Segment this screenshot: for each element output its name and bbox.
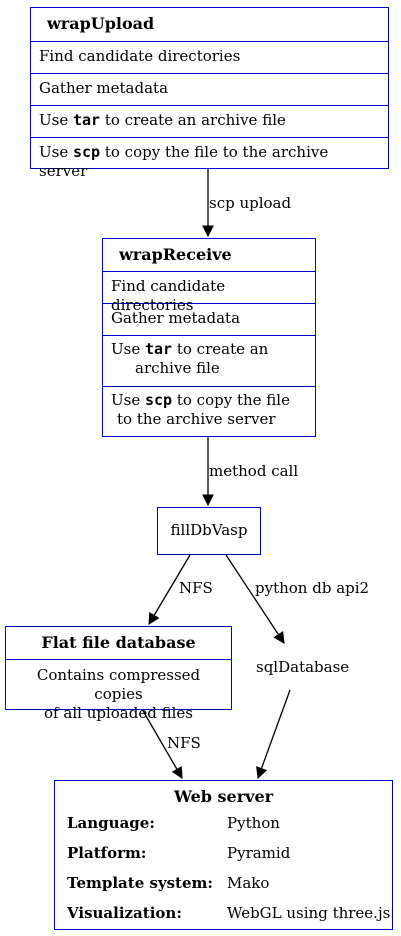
wrapupload-row-find-text: Find candidate directories	[39, 47, 241, 65]
wrapupload-row-scp: Use scp to copy the file to the archive …	[31, 137, 388, 180]
edge-label-python-db-api2: python db api2	[255, 579, 370, 597]
wrapupload-title: wrapUpload	[47, 14, 155, 33]
wrapupload-row-scp-post: to copy the file to the archive server	[39, 143, 329, 180]
node-web-server: Web server Language: Python Platform: Py…	[54, 780, 393, 930]
web-server-row-visualization: Visualization: WebGL using three.js	[67, 898, 390, 928]
node-wrapupload: wrapUpload Find candidate directories Ga…	[30, 7, 389, 180]
property-value: WebGL using three.js	[227, 904, 391, 922]
flat-file-description-line1: Contains compressed copies	[36, 666, 201, 703]
property-value: Mako	[227, 874, 270, 892]
edge-filldbvasp-to-sqldatabase	[225, 554, 285, 644]
property-key: Language:	[67, 814, 155, 832]
edge-filldbvasp-to-flatfile	[148, 554, 191, 626]
wrapupload-row-scp-pre: Use	[39, 143, 73, 161]
wrapreceive-row-tar: Use tar to create an archive file	[103, 335, 315, 386]
wrapreceive-row-tar-line2: archive file	[135, 359, 220, 377]
web-server-row-language: Language: Python	[67, 808, 390, 838]
node-flat-file-database: Flat file database Contains compressed c…	[5, 626, 232, 722]
flat-file-title: Flat file database	[41, 633, 196, 652]
edge-label-scp-upload: scp upload	[209, 194, 292, 212]
wrapreceive-title: wrapReceive	[119, 245, 232, 264]
wrapupload-row-metadata-text: Gather metadata	[39, 79, 169, 97]
edge-label-nfs-flat: NFS	[179, 579, 213, 597]
property-value: Pyramid	[227, 844, 291, 862]
flat-file-description-line2: of all uploaded files	[44, 704, 193, 722]
property-key: Platform:	[67, 844, 147, 862]
wrapupload-row-tar-pre: Use	[39, 111, 73, 129]
property-value: Python	[227, 814, 280, 832]
wrapupload-row-tar-post: to create an archive file	[100, 111, 286, 129]
wrapupload-row-metadata: Gather metadata	[31, 73, 388, 105]
node-wrapreceive: wrapReceive Find candidate directories G…	[102, 238, 316, 437]
node-sqldatabase: sqlDatabase	[256, 658, 350, 676]
node-filldbvasp: fillDbVasp	[157, 507, 261, 555]
property-key: Visualization:	[67, 904, 182, 922]
filldbvasp-label: fillDbVasp	[170, 521, 248, 539]
wrapreceive-row-scp: Use scp to copy the file to the archive …	[103, 386, 315, 436]
edge-flatfile-to-webserver	[141, 708, 183, 780]
wrapreceive-row-scp-line2: to the archive server	[117, 410, 276, 428]
wrapreceive-row-metadata: Gather metadata	[103, 303, 315, 335]
wrapreceive-row-scp-code: scp	[144, 391, 173, 409]
property-key: Template system:	[67, 874, 213, 892]
wrapupload-row-find: Find candidate directories	[31, 41, 388, 73]
wrapreceive-row-find: Find candidate directories	[103, 271, 315, 314]
wrapreceive-row-tar-pre: Use	[111, 340, 145, 358]
edge-label-method-call: method call	[209, 462, 299, 480]
wrapreceive-row-find-text: Find candidate directories	[111, 277, 226, 314]
web-server-properties: Language: Python Platform: Pyramid Templ…	[67, 808, 390, 928]
web-server-row-platform: Platform: Pyramid	[67, 838, 390, 868]
web-server-title: Web server	[173, 787, 274, 806]
wrapreceive-row-scp-pre: Use	[111, 391, 145, 409]
wrapupload-row-scp-code: scp	[72, 143, 101, 161]
edge-label-nfs-web: NFS	[167, 734, 201, 752]
wrapreceive-row-scp-post: to copy the file	[172, 391, 290, 409]
wrapreceive-row-tar-post: to create an	[172, 340, 269, 358]
web-server-row-template-system: Template system: Mako	[67, 868, 390, 898]
wrapupload-row-tar-code: tar	[72, 111, 101, 129]
wrapupload-row-tar: Use tar to create an archive file	[31, 105, 388, 137]
flat-file-description: Contains compressed copies of all upload…	[6, 659, 231, 727]
wrapreceive-row-metadata-text: Gather metadata	[111, 309, 241, 327]
edge-sqldatabase-to-webserver	[256, 689, 291, 780]
wrapreceive-row-tar-code: tar	[144, 340, 173, 358]
